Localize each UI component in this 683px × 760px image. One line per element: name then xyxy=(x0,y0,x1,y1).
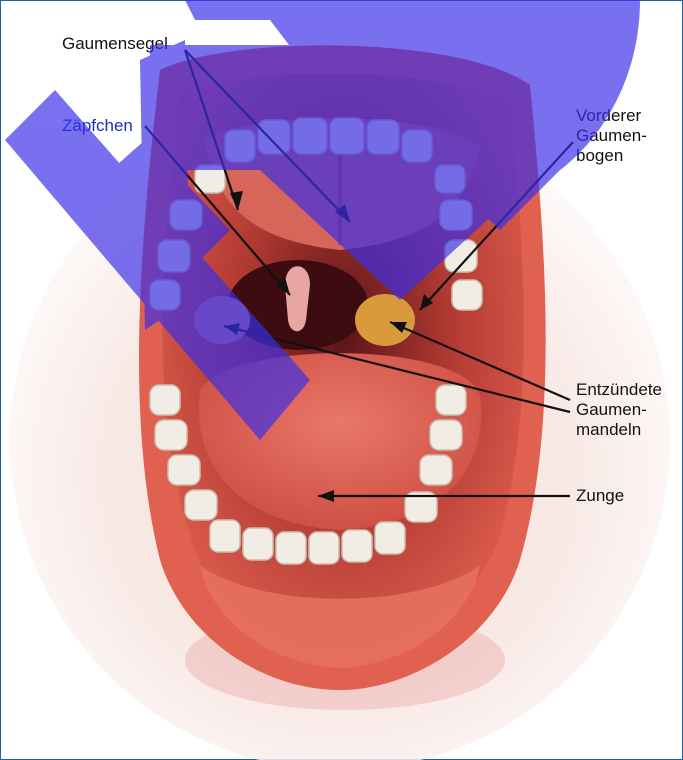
tonsil-right xyxy=(355,294,415,346)
tonsil-left xyxy=(194,296,250,344)
